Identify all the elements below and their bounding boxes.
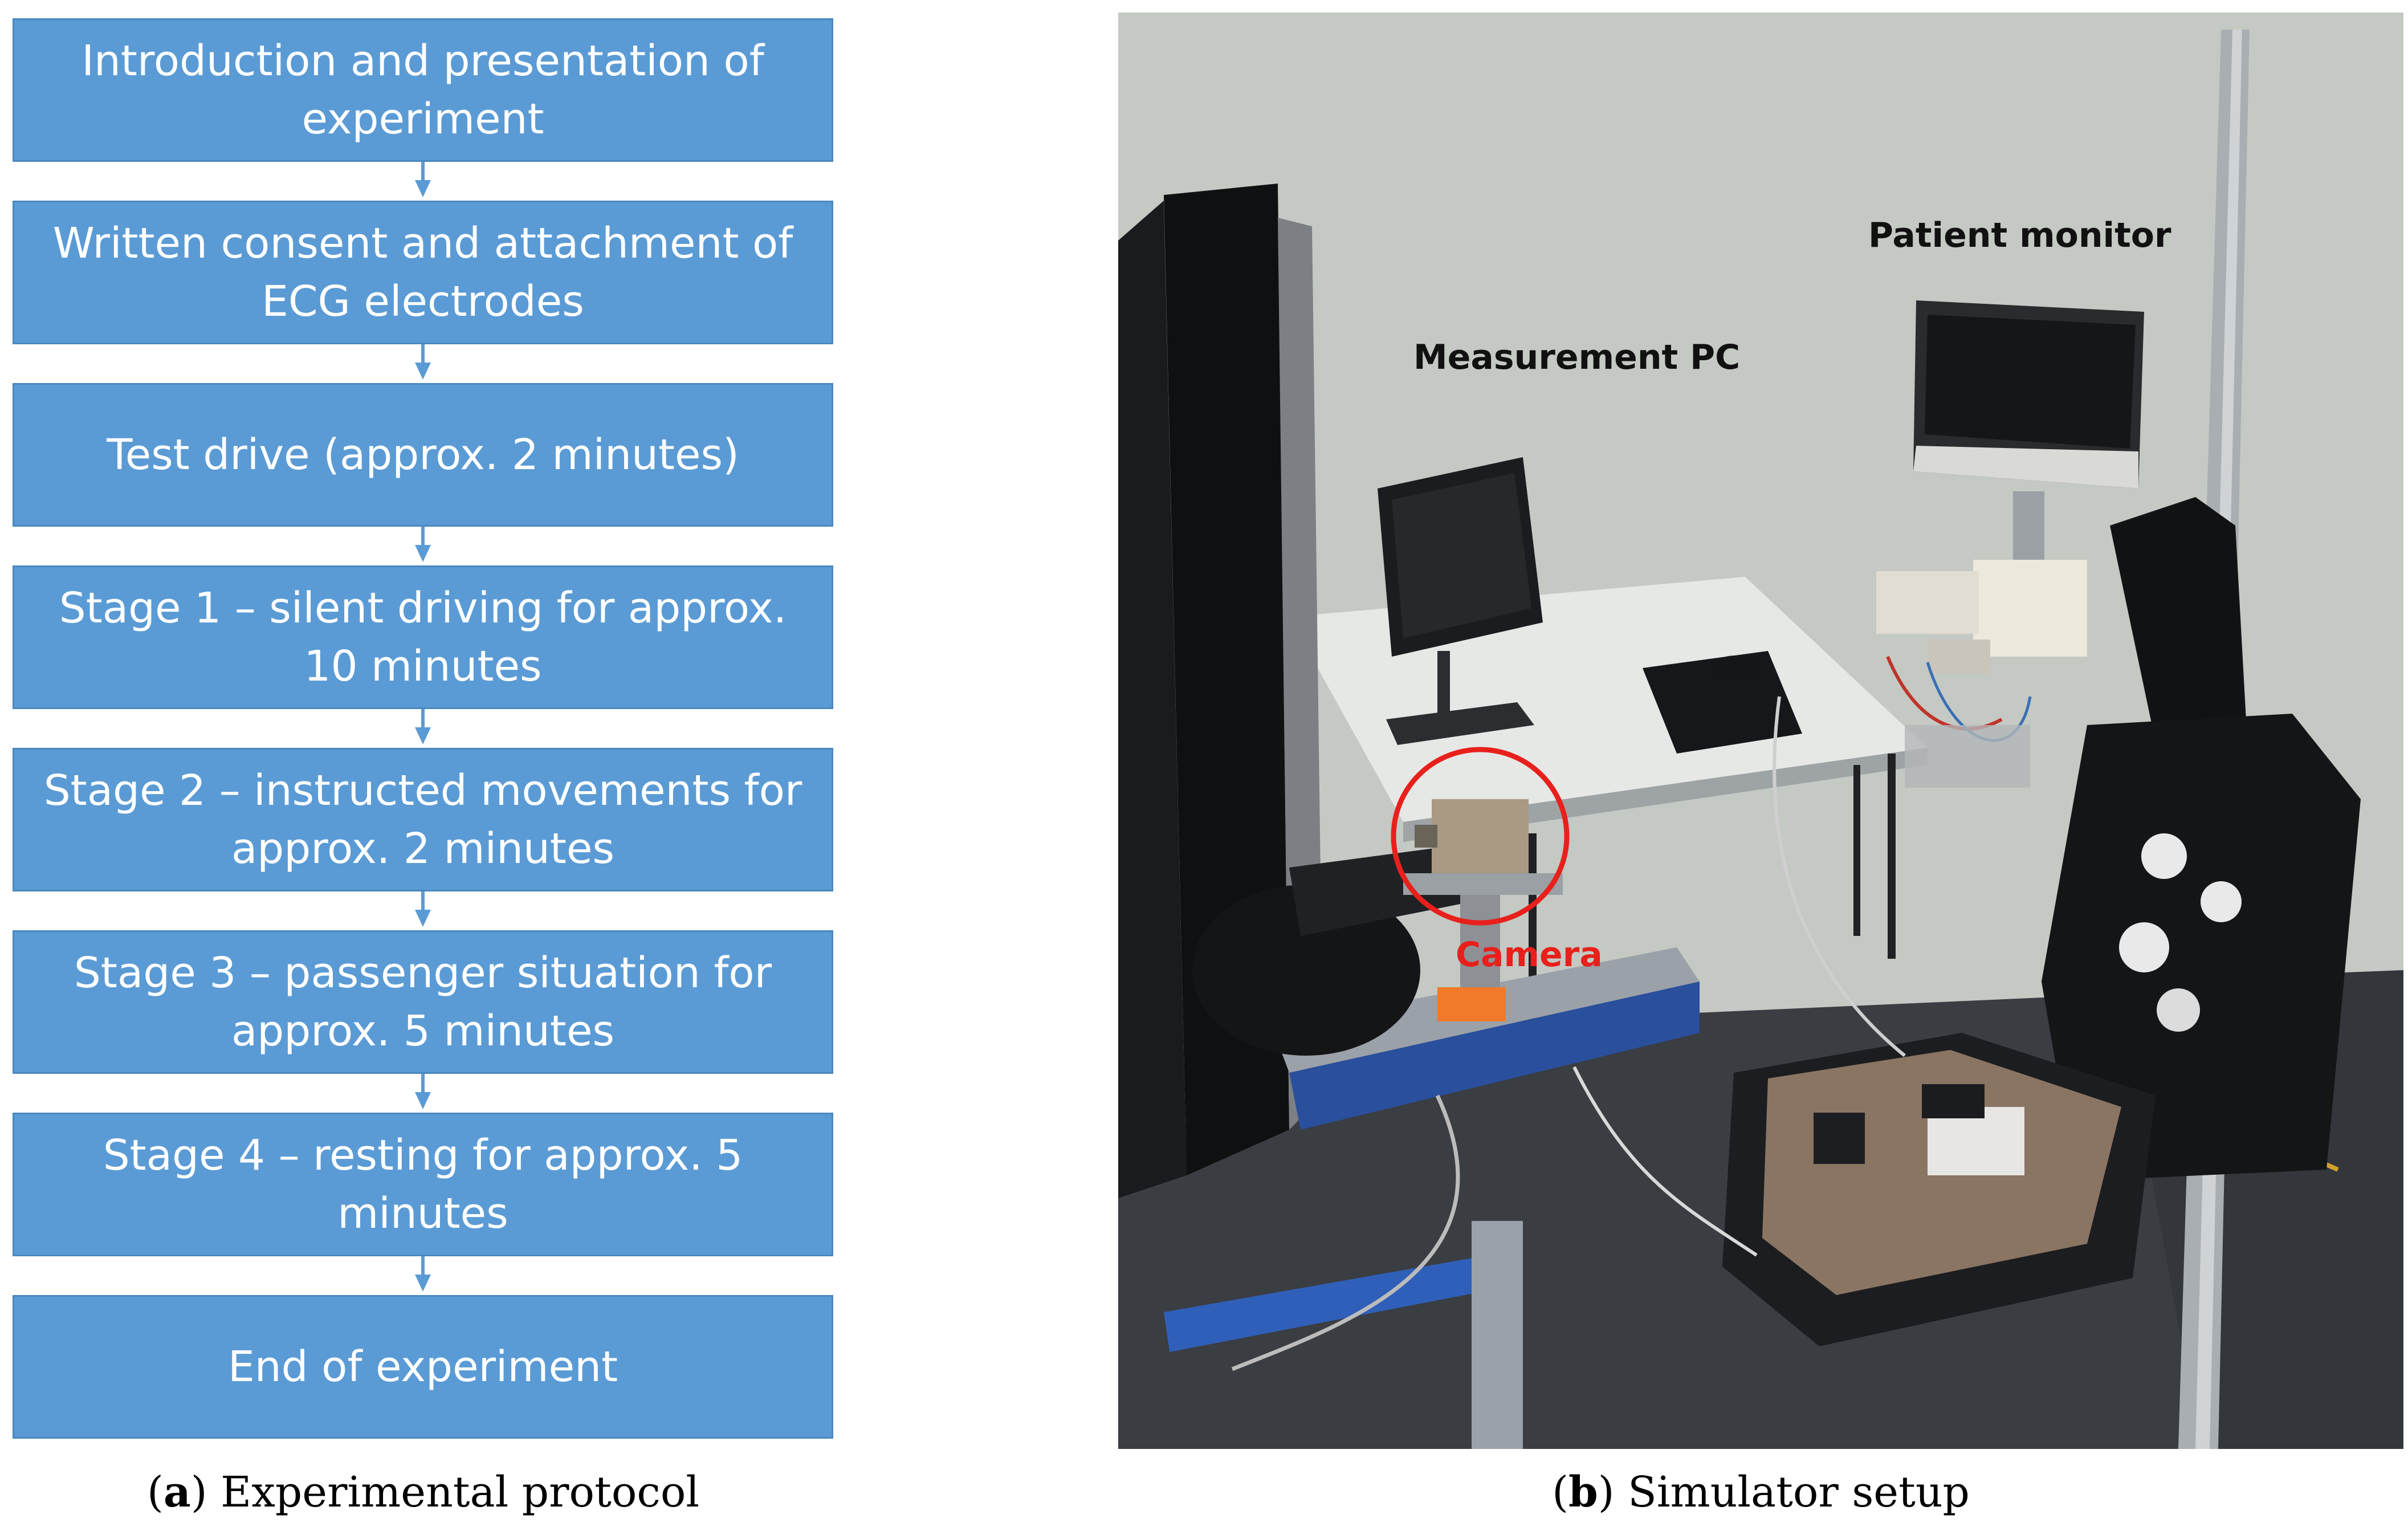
- caption-b: (b) Simulator setup: [1552, 1468, 1970, 1517]
- caption-a: (a) Experimental protocol: [146, 1468, 700, 1517]
- simulator-setup-illustration: [1118, 13, 2403, 1449]
- label-patient-monitor: Patient monitor: [1868, 215, 2171, 255]
- arrow-down-icon: [415, 891, 431, 930]
- arrow-down-icon: [415, 1256, 431, 1295]
- step-end: End of experiment: [13, 1295, 833, 1439]
- arrow-down-icon: [415, 344, 431, 383]
- arrow-down-icon: [415, 527, 431, 565]
- label-camera: Camera: [1456, 935, 1603, 975]
- caption-b-text: Simulator setup: [1628, 1468, 1970, 1517]
- step-stage-2: Stage 2 – instructed movements for appro…: [13, 748, 833, 891]
- step-test-drive: Test drive (approx. 2 minutes): [13, 383, 833, 527]
- label-measurement-pc: Measurement PC: [1413, 337, 1741, 377]
- arrow-down-icon: [415, 709, 431, 748]
- caption-a-letter: a: [163, 1468, 191, 1517]
- step-stage-3: Stage 3 – passenger situation for approx…: [13, 930, 833, 1074]
- experimental-protocol-flowchart: Introduction and presentation of experim…: [0, 0, 855, 1539]
- caption-b-letter: b: [1568, 1468, 1598, 1517]
- caption-a-text: Experimental protocol: [221, 1468, 700, 1517]
- step-stage-4: Stage 4 – resting for approx. 5 minutes: [13, 1113, 833, 1256]
- simulator-setup-photo: Patient monitor Measurement PC Camera: [1118, 13, 2403, 1449]
- step-introduction: Introduction and presentation of experim…: [13, 18, 833, 162]
- arrow-down-icon: [415, 1074, 431, 1113]
- step-written-consent: Written consent and attachment of ECG el…: [13, 201, 833, 344]
- arrow-down-icon: [415, 162, 431, 201]
- step-stage-1: Stage 1 – silent driving for approx. 10 …: [13, 565, 833, 709]
